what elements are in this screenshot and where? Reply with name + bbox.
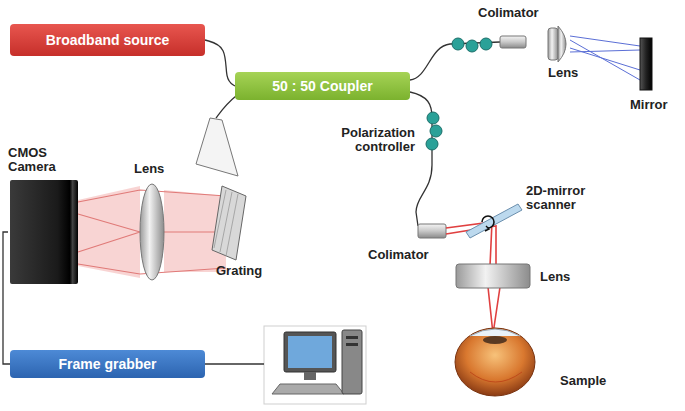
computer-icon [284,332,336,372]
source-box: Broadband source [10,24,205,56]
computer-icon [346,336,358,339]
fiber-connector [205,40,235,86]
box-label: Broadband source [46,32,170,48]
computer-icon [288,336,332,368]
sample-arm [455,328,535,396]
reference-arm [570,36,640,80]
sample-arm [483,336,507,344]
sample-arm [470,372,522,382]
reference-arm [640,38,652,90]
sample-arm [410,92,535,396]
sample-arm [456,264,530,288]
spectrometer [196,118,238,176]
sample-arm [426,138,438,150]
sample-arm [485,226,489,231]
camera-box: CMOS Camera [8,146,78,284]
component-label: Sample [560,374,606,388]
component-label: Mirror [630,98,668,112]
reference-arm [410,26,652,90]
component-label: CMOS Camera [8,146,68,174]
component-label: Polarization controller [310,126,415,154]
component-label: 2D-mirror scanner [526,184,618,212]
grabber-box: Frame grabber [10,350,205,378]
sample-arm [482,216,494,228]
component-label: Colimator [478,6,539,20]
reference-arm [500,36,526,48]
spectrometer [214,190,238,256]
computer-icon [205,326,366,404]
sample-arm [470,329,520,336]
component-label: Grating [216,264,262,278]
sample-arm [488,287,500,334]
box-label: 50 : 50 Coupler [272,78,372,94]
fiber-connector [3,232,10,364]
sample-arm [410,92,432,226]
sample-arm [466,204,522,238]
component-label: Lens [134,162,164,176]
spectrometer [216,96,236,118]
computer-icon [272,384,344,394]
coupler-box: 50 : 50 Coupler [235,72,410,100]
reference-arm [480,38,492,50]
sample-arm [418,224,446,238]
box-label: Frame grabber [58,356,156,372]
reference-arm [466,40,478,52]
sample-arm [446,222,496,266]
sample-arm [427,112,439,124]
reference-arm [558,26,566,62]
computer-icon [342,330,362,394]
computer-icon [205,363,264,364]
computer-icon [346,343,358,346]
spectrometer [140,184,164,280]
reference-arm [548,28,558,60]
component-label: Lens [548,66,578,80]
spectrometer [212,186,246,260]
camera-body [10,180,78,284]
component-label: Colimator [368,248,429,262]
computer-icon [304,372,316,380]
component-label: Lens [540,270,570,284]
spectrometer [78,96,246,280]
reference-arm [452,38,464,50]
computer-icon [264,326,366,404]
sample-arm [430,125,442,137]
